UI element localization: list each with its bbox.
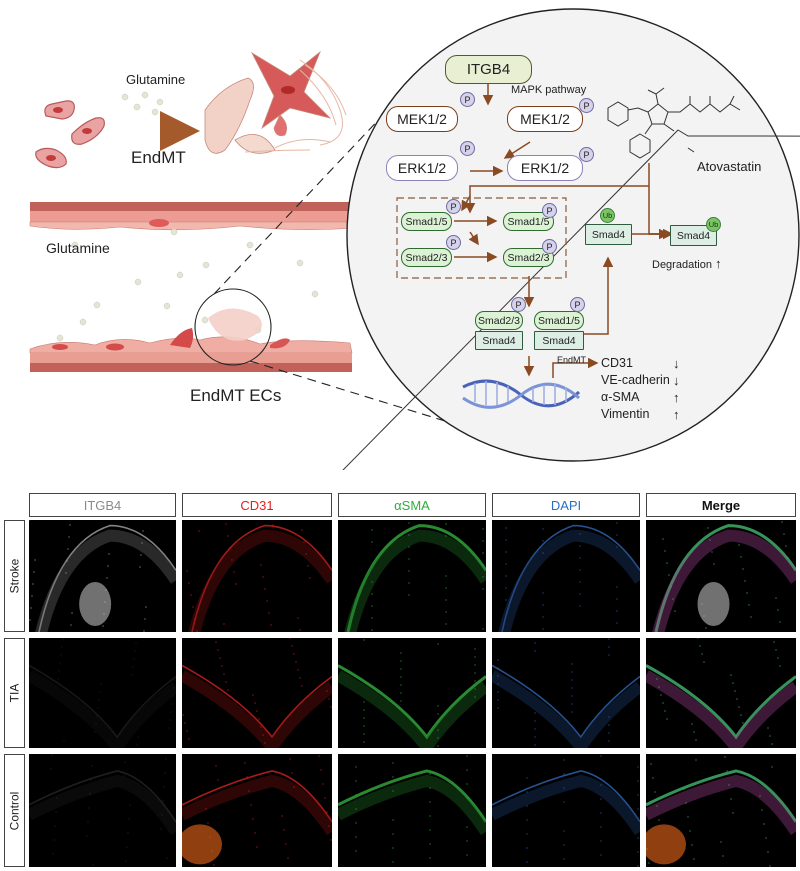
endmt-ecs-label: EndMT ECs	[190, 386, 282, 405]
endothelial-cell-group	[35, 100, 105, 169]
degradation-label: Degradation ↑	[652, 256, 722, 271]
phospho-complex-smad15: P	[570, 297, 585, 312]
smad4-left-node: Smad4	[585, 224, 632, 245]
smad4-right-node: Smad4	[670, 225, 717, 246]
smad23-right-node: Smad2/3	[503, 248, 554, 267]
erk-right-node: ERK1/2	[507, 155, 583, 181]
marker-asma: α-SMA	[601, 390, 640, 404]
zoom-circle	[194, 288, 272, 366]
marker-cd31: CD31	[601, 356, 633, 370]
erk-left-node: ERK1/2	[386, 155, 458, 181]
marker-vimentin-arrow: ↑	[673, 407, 680, 422]
ubiquitin-right: Ub	[706, 217, 721, 232]
image-panel-stroke-itgb4	[29, 520, 176, 632]
phospho-smad23-right: P	[542, 239, 557, 254]
mek-left-node: MEK1/2	[386, 106, 458, 132]
atovastatin-structure	[342, 87, 800, 470]
image-panel-tia-cd31	[182, 638, 332, 748]
ubiquitin-left: Ub	[600, 208, 615, 223]
column-header-cd31: CD31	[182, 493, 332, 517]
phospho-mek-left: P	[460, 92, 475, 107]
pathway-arrows	[454, 84, 674, 378]
row-label-tia-text: TIA	[7, 683, 22, 703]
glutamine-dots-top	[121, 91, 164, 116]
glutamine-label-vessel: Glutamine	[46, 240, 110, 256]
image-panel-tia-dapi	[492, 638, 640, 748]
degradation-up-arrow: ↑	[715, 256, 722, 271]
image-panel-tia-asma	[338, 638, 486, 748]
row-label-stroke: Stroke	[4, 520, 25, 632]
smad23-left-node: Smad2/3	[401, 248, 452, 267]
image-panel-tia-merge	[646, 638, 796, 748]
column-header-itgb4: ITGB4	[29, 493, 176, 517]
complex-smad15-node: Smad1/5	[534, 311, 584, 330]
image-panel-stroke-merge	[646, 520, 796, 632]
marker-vimentin: Vimentin	[601, 407, 650, 421]
phospho-erk-right: P	[579, 147, 594, 162]
column-header-dapi: DAPI	[492, 493, 640, 517]
phospho-smad23-left: P	[446, 235, 461, 250]
row-label-control-text: Control	[7, 791, 22, 830]
phospho-complex-smad23: P	[511, 297, 526, 312]
endmt-small-label: EndMT	[557, 355, 587, 365]
pathway-circle	[346, 8, 800, 462]
row-label-tia: TIA	[4, 638, 25, 748]
endmt-schematic	[29, 8, 800, 470]
complex-smad23-node: Smad2/3	[475, 311, 523, 330]
vessel-bottom-wall	[29, 328, 353, 372]
row-label-stroke-text: Stroke	[7, 558, 22, 594]
image-panel-tia-itgb4	[29, 638, 176, 748]
image-panel-control-itgb4	[29, 754, 176, 867]
dna-helix	[462, 379, 581, 409]
degradation-text: Degradation	[652, 259, 712, 271]
marker-ve-cadherin-arrow: ↓	[673, 373, 680, 388]
image-panel-control-merge	[646, 754, 796, 867]
column-header-merge: Merge	[646, 493, 796, 517]
smad15-right-node: Smad1/5	[503, 212, 554, 231]
phospho-smad15-left: P	[446, 199, 461, 214]
phospho-erk-left: P	[460, 141, 475, 156]
image-panel-stroke-asma	[338, 520, 486, 632]
mesenchymal-cell-group	[204, 50, 347, 154]
vessel-top-wall	[29, 202, 353, 231]
marker-cd31-arrow: ↓	[673, 356, 680, 371]
image-panel-control-cd31	[182, 754, 332, 867]
marker-asma-arrow: ↑	[673, 390, 680, 405]
image-panel-stroke-dapi	[492, 520, 640, 632]
complex-smad4-a-node: Smad4	[475, 331, 523, 350]
mapk-pathway-label: MAPK pathway	[511, 84, 587, 96]
atovastatin-label: Atovastatin	[697, 159, 762, 174]
row-label-control: Control	[4, 754, 25, 867]
smad-group-box	[396, 197, 567, 279]
marker-ve-cadherin: VE-cadherin	[601, 373, 670, 387]
smad15-left-node: Smad1/5	[401, 212, 452, 231]
itgb4-node: ITGB4	[445, 55, 532, 84]
mek-right-node: MEK1/2	[507, 106, 583, 132]
image-panel-stroke-cd31	[182, 520, 332, 632]
glutamine-label-top: Glutamine	[126, 72, 186, 87]
phospho-smad15-right: P	[542, 203, 557, 218]
column-header-asma: αSMA	[338, 493, 486, 517]
complex-smad4-b-node: Smad4	[534, 331, 584, 350]
image-panel-control-dapi	[492, 754, 640, 867]
image-panel-control-asma	[338, 754, 486, 867]
phospho-mek-right: P	[579, 98, 594, 113]
zoom-line-upper	[213, 112, 386, 295]
endmt-arrow-label: EndMT	[131, 148, 186, 167]
